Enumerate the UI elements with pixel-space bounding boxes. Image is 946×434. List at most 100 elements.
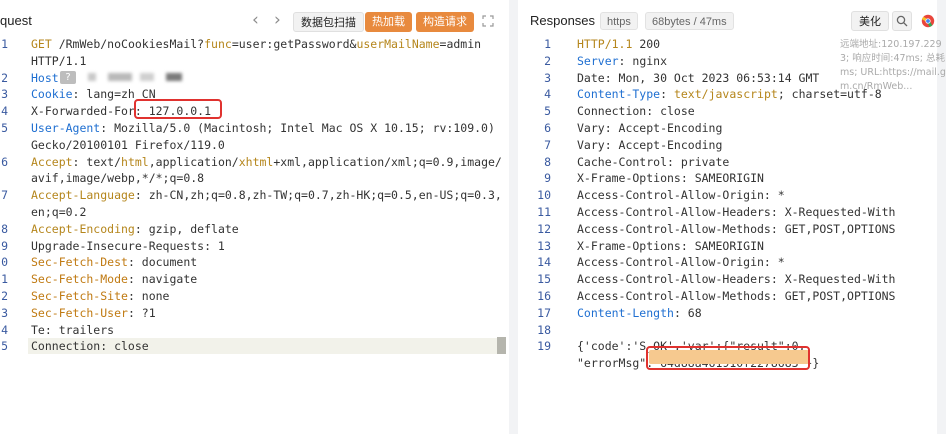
code-line: avif,image/webp,*/*;q=0.8 <box>31 170 204 187</box>
code-token: : ?1 <box>127 305 156 320</box>
code-line: Gecko/20100101 Firefox/119.0 <box>31 137 225 154</box>
beautify-button[interactable]: 美化 <box>851 11 889 31</box>
line-number: 4 <box>1 322 8 337</box>
code-token: Access-Control-Allow-Headers: X-Requeste… <box>577 272 896 287</box>
code-token: ; charset=utf-8 <box>777 87 882 102</box>
line-number: 0 <box>1 255 8 270</box>
hot-load-button[interactable]: 热加载 <box>365 12 412 32</box>
line-number: 15 <box>537 272 551 287</box>
line-number: 10 <box>537 188 551 203</box>
code-line: Vary: Accept-Encoding <box>577 120 722 137</box>
code-token: : zh-CN,zh;q=0.8,zh-TW;q=0.7,zh-HK;q=0.5… <box>134 188 502 203</box>
code-token: +xml,application/xml;q=0.9,image/ <box>273 154 502 169</box>
request-title: quest <box>0 13 32 28</box>
code-line: Date: Mon, 30 Oct 2023 06:53:14 GMT <box>577 70 819 87</box>
code-token: : none <box>127 289 170 303</box>
code-line: Connection: close <box>31 338 149 355</box>
code-token: : text/ <box>72 154 122 169</box>
code-line: X-Forwarded-For: 127.0.0.1 <box>31 103 211 120</box>
code-token: 200 <box>632 37 661 51</box>
response-header: Responses https 68bytes / 47ms 美化 <box>518 0 937 42</box>
code-token: : 68 <box>673 305 702 320</box>
code-line: Content-Type: text/javascript; charset=u… <box>577 86 882 103</box>
code-line: Content-Length: 68 <box>577 305 702 322</box>
line-number: 7 <box>544 137 551 152</box>
line-number: 6 <box>1 154 8 169</box>
code-token: =admin <box>439 37 482 51</box>
code-token: Cookie <box>31 87 73 102</box>
code-token: text/javascript <box>673 87 778 102</box>
meta-line: 3; 响应时间:47ms; 总耗 <box>840 53 945 64</box>
error-msg-highlight <box>646 346 810 370</box>
code-token: Connection: close <box>577 104 695 119</box>
line-number: 18 <box>537 322 551 337</box>
code-token: Vary: Accept-Encoding <box>577 137 723 152</box>
code-token: X-Forwarded-For: 127.0.0.1 <box>31 104 212 119</box>
protocol-badge: https <box>600 12 638 30</box>
code-line: Sec-Fetch-Dest: document <box>31 254 197 271</box>
line-number: 8 <box>1 221 8 236</box>
code-token: : <box>660 87 674 102</box>
code-line: Sec-Fetch-Site: none <box>31 288 169 305</box>
line-number: 1 <box>544 37 551 51</box>
scan-packet-button[interactable]: 数据包扫描 <box>293 12 364 32</box>
fullscreen-icon[interactable] <box>482 14 494 27</box>
line-number: 14 <box>537 255 551 270</box>
code-line: Accept: text/html,application/xhtml+xml,… <box>31 154 502 171</box>
build-request-button[interactable]: 构造请求 <box>416 12 474 32</box>
search-icon[interactable] <box>892 11 912 31</box>
code-line: GET /RmWeb/noCookiesMail?func=user:getPa… <box>31 36 481 53</box>
code-token: : gzip, deflate <box>134 221 239 236</box>
code-token: Content-Length <box>577 305 674 320</box>
code-token: Host <box>31 70 59 85</box>
code-token: Access-Control-Allow-Methods: GET,POST,O… <box>577 221 896 236</box>
code-line: Accept-Encoding: gzip, deflate <box>31 221 239 238</box>
code-token: ,application/ <box>148 154 239 169</box>
code-line: Access-Control-Allow-Methods: GET,POST,O… <box>577 288 896 305</box>
code-token: =user:getPassword& <box>231 37 357 51</box>
code-token: Access-Control-Allow-Methods: GET,POST,O… <box>577 289 896 303</box>
code-line: Access-Control-Allow-Headers: X-Requeste… <box>577 271 896 288</box>
code-line: Connection: close <box>577 103 695 120</box>
code-token: Te: trailers <box>31 322 115 337</box>
code-token: Access-Control-Allow-Origin: * <box>577 188 785 203</box>
line-number: 4 <box>1 104 8 119</box>
code-token: HTTP/1.1 <box>577 37 633 51</box>
line-number: 8 <box>544 154 551 169</box>
code-line: Access-Control-Allow-Origin: * <box>577 254 785 271</box>
code-line: HTTP/1.1 200 <box>577 36 660 53</box>
code-token: : document <box>127 255 198 270</box>
code-token: Sec-Fetch-User <box>31 305 128 320</box>
code-line: en;q=0.2 <box>31 204 86 221</box>
code-token: xhtml <box>238 154 274 169</box>
code-token: Sec-Fetch-Mode <box>31 272 128 287</box>
code-token: GET <box>31 37 52 51</box>
code-line: HTTP/1.1 <box>31 53 86 70</box>
code-line: Te: trailers <box>31 322 114 339</box>
code-line: Sec-Fetch-User: ?1 <box>31 305 156 322</box>
code-token: en;q=0.2 <box>31 205 87 219</box>
code-line: Cache-Control: private <box>577 154 729 171</box>
response-panel: Responses https 68bytes / 47ms 美化 远端地址:1… <box>518 0 946 434</box>
code-line: X-Frame-Options: SAMEORIGIN <box>577 238 764 255</box>
code-token: avif,image/webp,*/*;q=0.8 <box>31 171 205 186</box>
nav-next-icon[interactable]: › <box>274 10 281 30</box>
browser-icon[interactable] <box>921 14 935 28</box>
current-line-highlight <box>28 338 498 354</box>
scroll-thumb[interactable] <box>497 337 506 354</box>
code-token: : navigate <box>127 272 198 287</box>
code-token: Sec-Fetch-Dest <box>31 255 128 270</box>
nav-prev-icon[interactable]: ‹ <box>252 10 259 30</box>
line-number: 1 <box>1 272 8 287</box>
code-token: X-Frame-Options: SAMEORIGIN <box>577 238 764 253</box>
code-line: Upgrade-Insecure-Requests: 1 <box>31 238 225 255</box>
line-number: 9 <box>544 171 551 186</box>
code-line: Server: nginx <box>577 53 667 70</box>
line-number: 3 <box>544 70 551 85</box>
line-number: 12 <box>537 221 551 236</box>
code-token: Gecko/20100101 Firefox/119.0 <box>31 137 225 152</box>
line-number: 1 <box>1 37 8 51</box>
question-icon: ? <box>60 71 76 84</box>
line-number: 4 <box>544 87 551 102</box>
line-number: 11 <box>537 205 551 219</box>
